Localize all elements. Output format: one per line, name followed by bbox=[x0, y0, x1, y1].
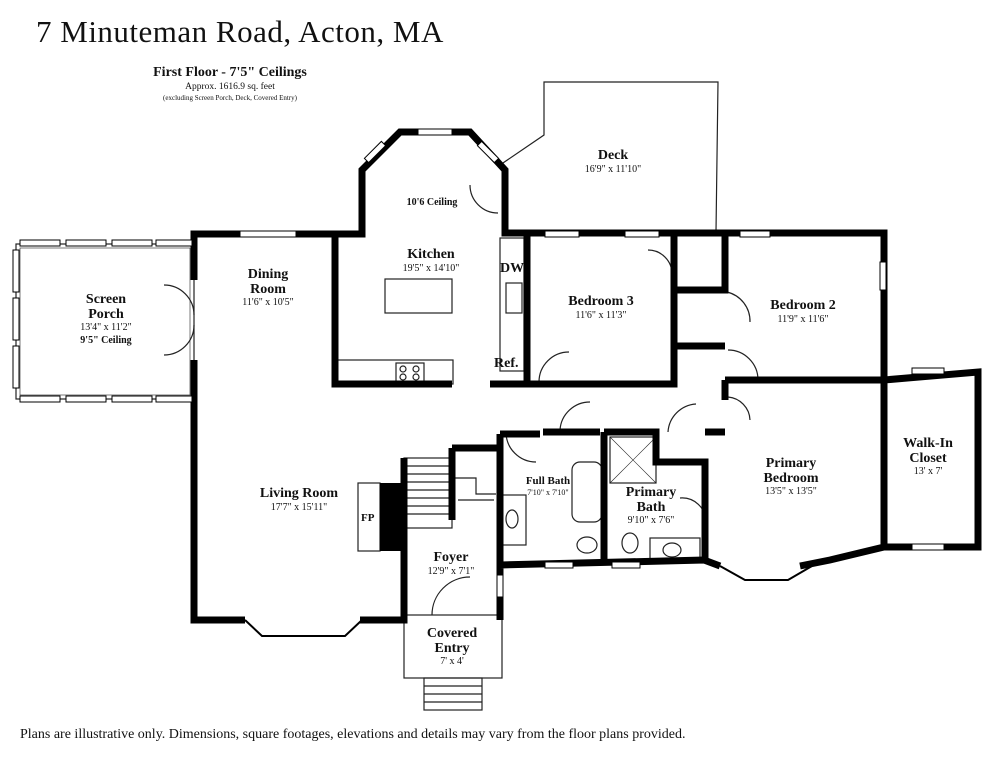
sink-counter bbox=[499, 237, 525, 372]
room-dining: Dining Room 11'6" x 10'5" bbox=[242, 267, 294, 309]
bathtub bbox=[571, 461, 603, 523]
fireplace bbox=[380, 483, 402, 551]
page-title: 7 Minuteman Road, Acton, MA bbox=[36, 14, 444, 49]
room-primary-bath: Primary Bath 9'10" x 7'6" bbox=[625, 485, 677, 527]
room-full-bath: Full Bath 7'10" x 7'10" bbox=[525, 475, 571, 497]
room-bedroom-3: Bedroom 3 11'6" x 11'3" bbox=[568, 294, 634, 321]
kitchen-counter bbox=[335, 359, 454, 385]
room-name: Deck bbox=[597, 148, 629, 163]
room-covered-entry: Covered Entry 7' x 4' bbox=[426, 626, 478, 668]
kitchen-ceiling-note: 10'6 Ceiling bbox=[406, 197, 458, 208]
deck-outline bbox=[499, 81, 719, 233]
area-exclusions: (excluding Screen Porch, Deck, Covered E… bbox=[163, 94, 297, 102]
window bbox=[239, 230, 297, 238]
stairs bbox=[403, 457, 453, 529]
room-screen-porch: Screen Porch 13'4" x 11'2" 9'5" Ceiling bbox=[80, 292, 132, 346]
room-bedroom-2: Bedroom 2 11'9" x 11'6" bbox=[770, 298, 836, 325]
room-kitchen: Kitchen 19'5" x 14'10" bbox=[402, 247, 460, 274]
floor-subtitle: First Floor - 7'5" Ceilings bbox=[153, 65, 307, 80]
kitchen-island bbox=[384, 278, 453, 314]
area-text: Approx. 1616.9 sq. feet bbox=[185, 82, 275, 92]
refrigerator-label: Ref. bbox=[494, 356, 519, 371]
fireplace-label: FP bbox=[361, 512, 375, 524]
dishwasher-label: DW bbox=[500, 261, 525, 276]
room-primary-bedroom: Primary Bedroom 13'5" x 13'5" bbox=[763, 456, 819, 498]
room-living: Living Room 17'7" x 15'11" bbox=[259, 486, 339, 513]
room-deck: Deck 16'9" x 11'10" bbox=[584, 148, 642, 175]
disclaimer: Plans are illustrative only. Dimensions,… bbox=[20, 727, 686, 742]
living-bay-window bbox=[244, 619, 363, 637]
room-foyer: Foyer 12'9" x 7'1" bbox=[427, 550, 475, 577]
room-walk-in-closet: Walk-In Closet 13' x 7' bbox=[903, 436, 953, 478]
toilet bbox=[621, 532, 639, 554]
bedroom-bay-window bbox=[719, 565, 813, 581]
wall-north bbox=[190, 128, 888, 380]
room-dims: 16'9" x 11'10" bbox=[584, 163, 642, 175]
